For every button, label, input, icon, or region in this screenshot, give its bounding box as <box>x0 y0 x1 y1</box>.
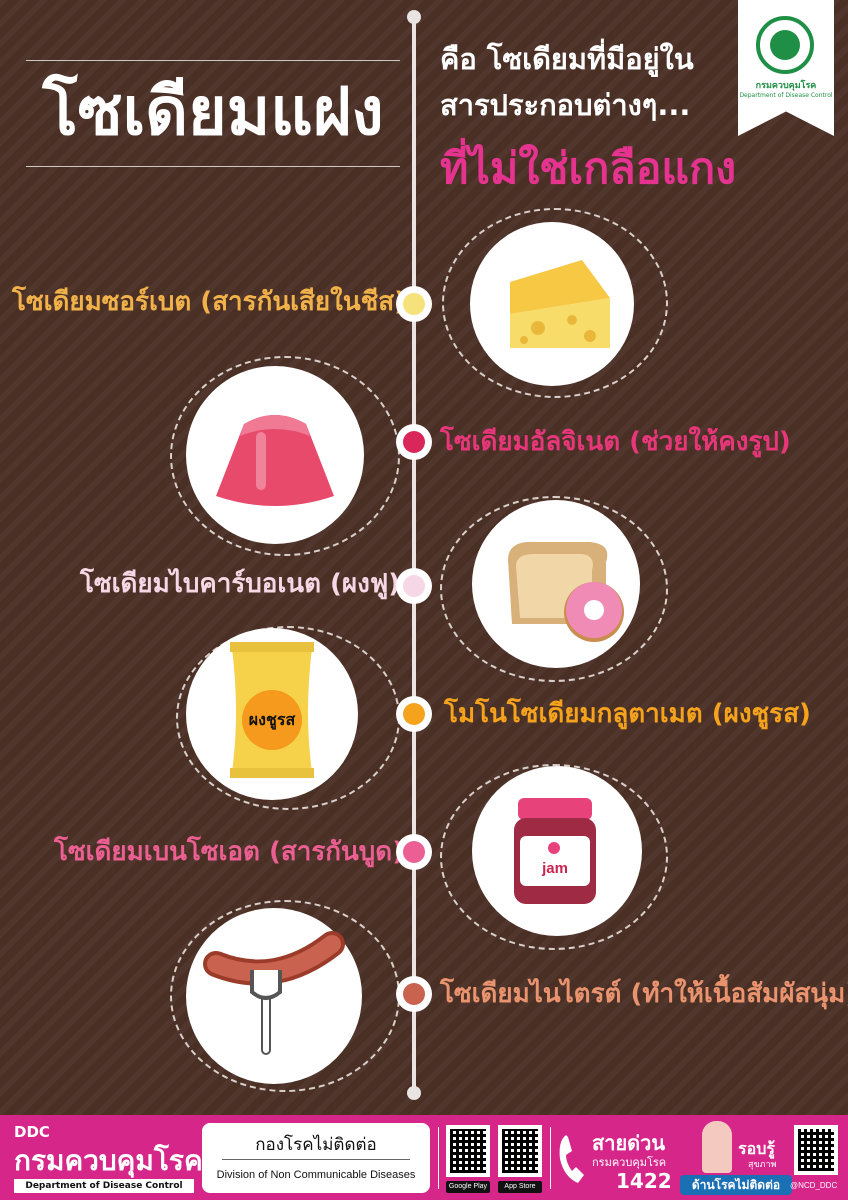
robru-band: ด้านโรคไม่ติดต่อ <box>680 1175 792 1195</box>
hotline-title: สายด่วน <box>592 1131 666 1155</box>
msg-packet-icon <box>230 642 314 778</box>
item-image-3 <box>472 500 640 668</box>
footer-bar: DDC กรมควบคุมโรค Department of Disease C… <box>0 1115 848 1200</box>
dash-ring-3 <box>440 496 668 682</box>
title-rule-bottom <box>26 166 400 167</box>
timeline-node-5 <box>396 834 432 870</box>
footer-ddc: DDC <box>14 1123 50 1141</box>
hotline-number: 1422 <box>616 1169 672 1193</box>
item-image-1 <box>470 222 634 386</box>
qr-code-app-store[interactable] <box>498 1125 542 1177</box>
qr-code-google-play[interactable] <box>446 1125 490 1177</box>
robru-title: รอบรู้ <box>738 1139 775 1158</box>
item-image-6 <box>186 908 362 1084</box>
cheese-icon <box>510 260 610 348</box>
title-rule-top <box>26 60 400 61</box>
timeline-node-4 <box>396 696 432 732</box>
dash-ring-1 <box>442 208 668 398</box>
division-name-en: Division of Non Communicable Diseases <box>216 1169 416 1181</box>
qr-code-ncd[interactable] <box>794 1125 838 1175</box>
ddc-badge: กรมควบคุมโรค Department of Disease Contr… <box>738 0 834 136</box>
page-title: โซเดียมแฝง <box>42 73 384 150</box>
timeline-cap-bottom <box>407 1086 421 1100</box>
ministry-seal-icon <box>756 16 814 74</box>
hotline-sub: กรมควบคุมโรค <box>592 1156 667 1169</box>
msg-packet-text: ผงชูรส <box>248 710 296 729</box>
phone-icon <box>559 1135 584 1183</box>
subtitle-highlight: ที่ไม่ใช่เกลือแกง <box>440 144 737 194</box>
item-label-bicarbonate: โซเดียมไบคาร์บอเนต (ผงฟู) <box>80 569 401 599</box>
footer-dept: Department of Disease Control <box>14 1179 194 1193</box>
timeline-node-6 <box>396 976 432 1012</box>
item-label-benzoate: โซเดียมเบนโซเอต (สารกันบูด) <box>54 837 405 867</box>
item-label-msg: โมโนโซเดียมกลูตาเมต (ผงชูรส) <box>444 699 811 729</box>
division-name-th: กองโรคไม่ติดต่อ <box>255 1135 377 1155</box>
timeline-node-2 <box>396 424 432 460</box>
jam-jar-text: jam <box>542 860 568 877</box>
subtitle-line1: คือ โซเดียมที่มีอยู่ใน <box>440 42 694 76</box>
app-store-badge[interactable]: App Store <box>498 1181 542 1193</box>
jelly-icon <box>216 415 334 506</box>
sausage-fork-icon <box>203 931 345 1055</box>
dash-ring-5 <box>440 764 668 950</box>
item-label-alginate: โซเดียมอัลจิเนต (ช่วยให้คงรูป) <box>440 427 791 457</box>
item-image-2 <box>186 366 364 544</box>
jam-jar-icon <box>514 798 596 904</box>
mascot-avatar <box>702 1121 732 1173</box>
robru-sub: สุขภาพ <box>748 1160 777 1170</box>
subtitle-line2: สารประกอบต่างๆ... <box>440 88 691 122</box>
item-image-5: jam <box>472 766 642 936</box>
badge-name-en: Department of Disease Control <box>739 92 833 99</box>
item-label-sorbate: โซเดียมซอร์เบต (สารกันเสียในชีส) <box>12 287 406 317</box>
timeline-line <box>412 14 416 1094</box>
bread-donut-icon <box>508 541 624 642</box>
footer-brand: กรมควบคุมโรค <box>14 1144 203 1177</box>
google-play-badge[interactable]: Google Play <box>446 1181 490 1193</box>
dash-ring-2 <box>170 356 400 556</box>
timeline-node-1 <box>396 286 432 322</box>
badge-name-th: กรมควบคุมโรค <box>755 81 817 91</box>
division-box: กองโรคไม่ติดต่อ Division of Non Communic… <box>202 1123 430 1193</box>
footer-handle: @NCD_DDC <box>790 1181 838 1190</box>
item-image-4: ผงชูรส <box>186 628 358 800</box>
timeline-cap-top <box>407 10 421 24</box>
timeline-node-3 <box>396 568 432 604</box>
item-label-nitrite: โซเดียมไนไตรต์ (ทำให้เนื้อสัมผัสนุ่ม) <box>440 979 848 1009</box>
